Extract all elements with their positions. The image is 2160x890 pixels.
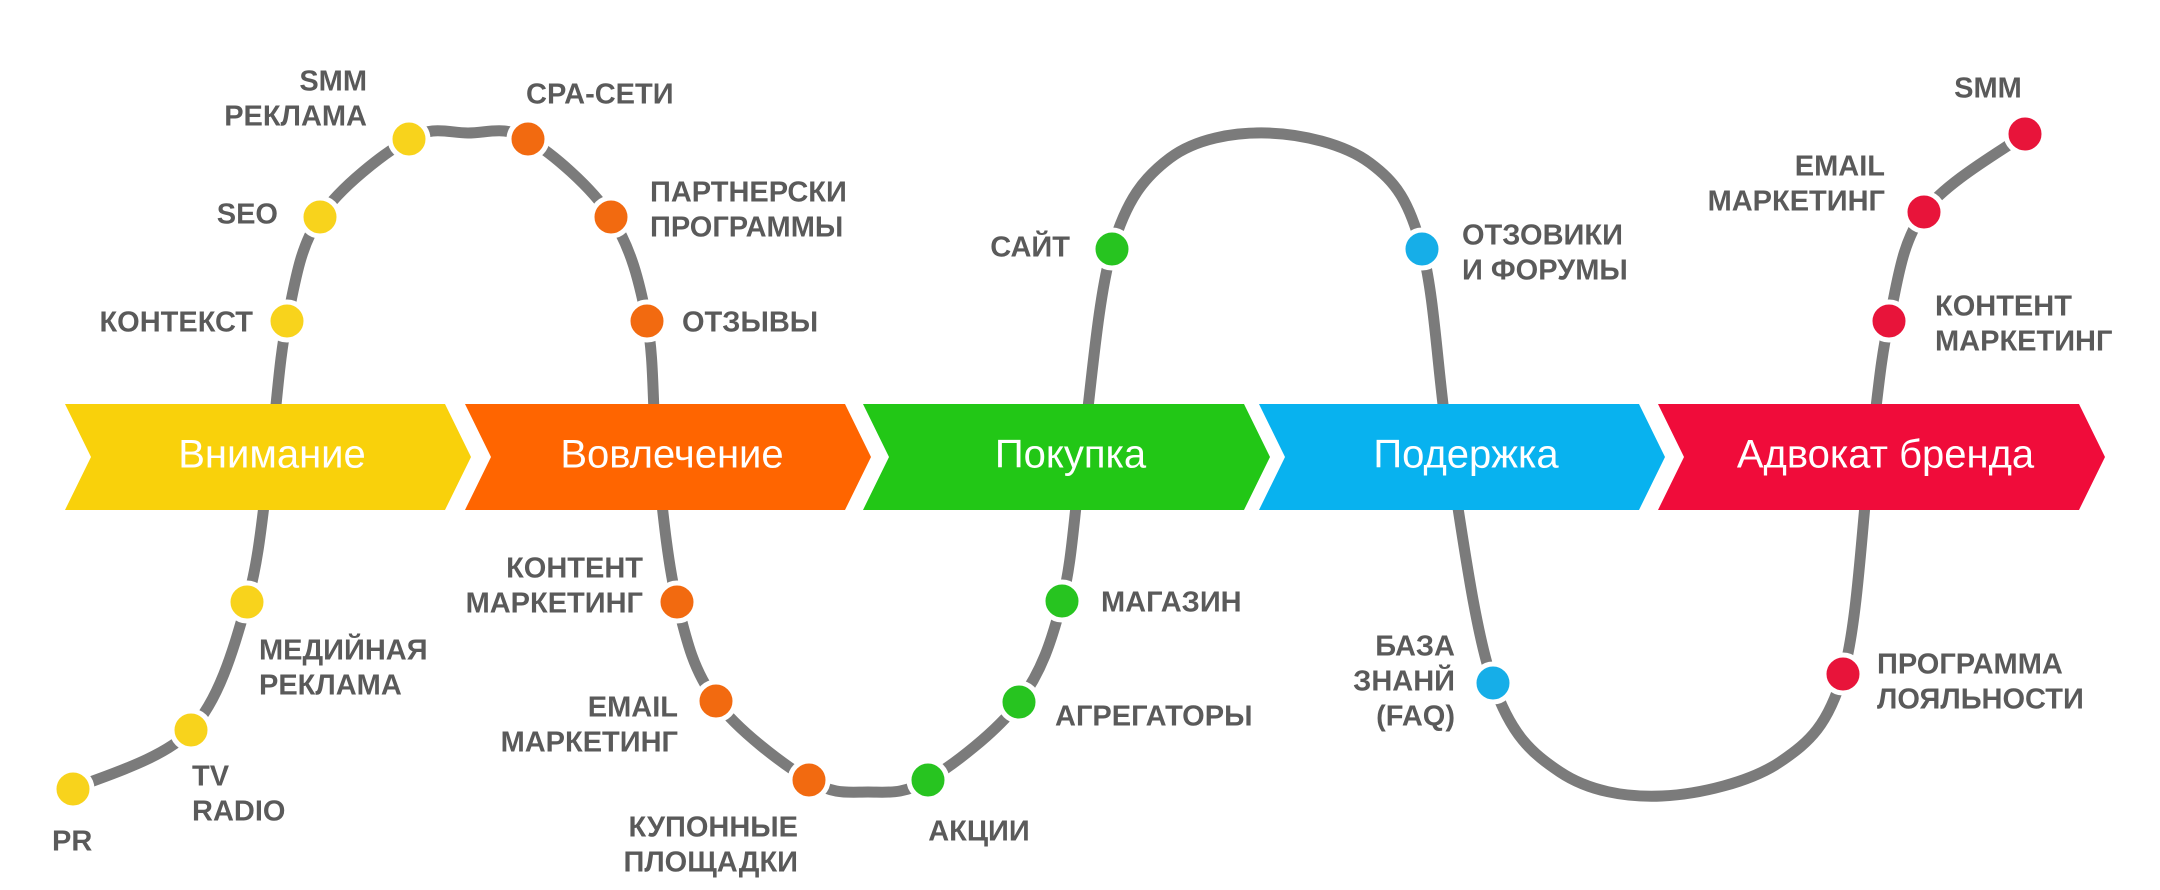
touchpoint-label-line: МАРКЕТИНГ xyxy=(1935,326,2112,358)
touchpoint-label-line: ЗНАНЙ xyxy=(1353,664,1455,698)
touchpoint-label: PR xyxy=(52,826,92,858)
touchpoint-label-line: ОТЗЫВЫ xyxy=(682,307,818,339)
touchpoint-label-line: ПРОГРАММЫ xyxy=(650,212,843,244)
touchpoint-dot xyxy=(1471,661,1515,705)
touchpoint-label-line: SEO xyxy=(217,199,278,231)
touchpoint-dots xyxy=(51,112,2047,811)
stage-chevron xyxy=(465,404,871,510)
touchpoint-dot xyxy=(506,117,550,161)
touchpoint-label: АКЦИИ xyxy=(928,816,1030,848)
touchpoint-dot xyxy=(225,580,269,624)
touchpoint-dot xyxy=(589,195,633,239)
stage-chevron xyxy=(863,404,1270,510)
stage-label: Адвокат бренда xyxy=(1737,433,2035,477)
touchpoint-label-line: ОТЗОВИКИ xyxy=(1462,220,1623,252)
touchpoint-label-line: ПЛОЩАДКИ xyxy=(623,847,798,879)
stage-brand-advocate: Адвокат бренда xyxy=(1658,404,2105,510)
stage-engagement: Вовлечение xyxy=(465,404,871,510)
touchpoint-label-line: САЙТ xyxy=(990,230,1070,264)
touchpoint-dot xyxy=(997,680,1041,724)
touchpoint-label-line: SMM xyxy=(299,66,367,98)
touchpoint-label: SMM xyxy=(1954,73,2022,105)
touchpoint-label-line: БАЗА xyxy=(1375,631,1455,663)
touchpoint-labels: PRTVRADIOМЕДИЙНАЯРЕКЛАМАКОНТЕКСТSEOSMMРЕ… xyxy=(52,66,2112,879)
touchpoint-label-line: АГРЕГАТОРЫ xyxy=(1055,701,1252,733)
touchpoint-label-line: SMM xyxy=(1954,73,2022,105)
touchpoint-label: ОТЗЫВЫ xyxy=(682,307,818,339)
touchpoint-label: САЙТ xyxy=(990,230,1070,264)
touchpoint-label-line: КУПОННЫЕ xyxy=(629,812,798,844)
touchpoint-dot xyxy=(1867,299,1911,343)
touchpoint-label-line: PR xyxy=(52,826,92,858)
stage-label: Покупка xyxy=(995,433,1147,477)
stage-purchase: Покупка xyxy=(863,404,1270,510)
touchpoint-dot xyxy=(2003,112,2047,156)
touchpoint-dot xyxy=(1400,227,1444,271)
touchpoint-label: SEO xyxy=(217,199,278,231)
touchpoint-dot xyxy=(906,758,950,802)
touchpoint-label: КОНТЕКСТ xyxy=(99,307,253,339)
touchpoint-label-line: МАРКЕТИНГ xyxy=(466,588,643,620)
touchpoint-dot xyxy=(655,580,699,624)
touchpoint-dot xyxy=(169,708,213,752)
stage-label: Вовлечение xyxy=(560,433,783,477)
touchpoint-label-line: МАРКЕТИНГ xyxy=(1708,186,1885,218)
touchpoint-label-line: (FAQ) xyxy=(1376,701,1455,733)
touchpoint-label-line: АКЦИИ xyxy=(928,816,1030,848)
touchpoint-dot xyxy=(1902,190,1946,234)
stage-chevron xyxy=(1658,404,2105,510)
touchpoint-label-line: CPA-СЕТИ xyxy=(526,79,674,111)
touchpoint-label-line: И ФОРУМЫ xyxy=(1462,255,1628,287)
stage-chevron xyxy=(65,404,471,510)
stage-support: Подержка xyxy=(1259,404,1665,510)
touchpoint-label-line: TV xyxy=(192,761,230,793)
touchpoint-dot xyxy=(387,117,431,161)
stage-label: Подержка xyxy=(1373,433,1559,477)
touchpoint-label: CPA-СЕТИ xyxy=(526,79,674,111)
touchpoint-label-line: КОНТЕКСТ xyxy=(99,307,253,339)
touchpoint-dot xyxy=(51,767,95,811)
touchpoint-label-line: EMAIL xyxy=(1795,151,1885,183)
touchpoint-dot xyxy=(1040,579,1084,623)
touchpoint-label-line: КОНТЕНТ xyxy=(1935,291,2072,323)
touchpoint-label-line: КОНТЕНТ xyxy=(506,553,643,585)
touchpoint-label-line: EMAIL xyxy=(588,692,678,724)
stage-bands: Внимание Вовлечение Покупка Подержка Адвокат… xyxy=(65,404,2105,510)
touchpoint-label-line: МАГАЗИН xyxy=(1101,587,1242,619)
touchpoint-label-line: РЕКЛАМА xyxy=(224,101,367,133)
touchpoint-label: АГРЕГАТОРЫ xyxy=(1055,701,1252,733)
touchpoint-dot xyxy=(694,679,738,723)
touchpoint-dot xyxy=(265,299,309,343)
touchpoint-label-line: ЛОЯЛЬНОСТИ xyxy=(1877,684,2084,716)
touchpoint-dot xyxy=(1090,227,1134,271)
touchpoint-dot xyxy=(625,299,669,343)
touchpoint-label-line: МЕДИЙНАЯ xyxy=(259,633,428,667)
stage-label: Внимание xyxy=(178,433,366,477)
touchpoint-dot xyxy=(787,758,831,802)
touchpoint-label-line: ПРОГРАММА xyxy=(1877,649,2063,681)
touchpoint-label-line: РЕКЛАМА xyxy=(259,670,402,702)
touchpoint-label-line: RADIO xyxy=(192,796,285,828)
touchpoint-label-line: МАРКЕТИНГ xyxy=(501,727,678,759)
touchpoint-label-line: ПАРТНЕРСКИ xyxy=(650,177,847,209)
stage-chevron xyxy=(1259,404,1665,510)
stage-attention: Внимание xyxy=(65,404,471,510)
touchpoint-label: МАГАЗИН xyxy=(1101,587,1242,619)
touchpoint-dot xyxy=(298,195,342,239)
touchpoint-dot xyxy=(1821,652,1865,696)
